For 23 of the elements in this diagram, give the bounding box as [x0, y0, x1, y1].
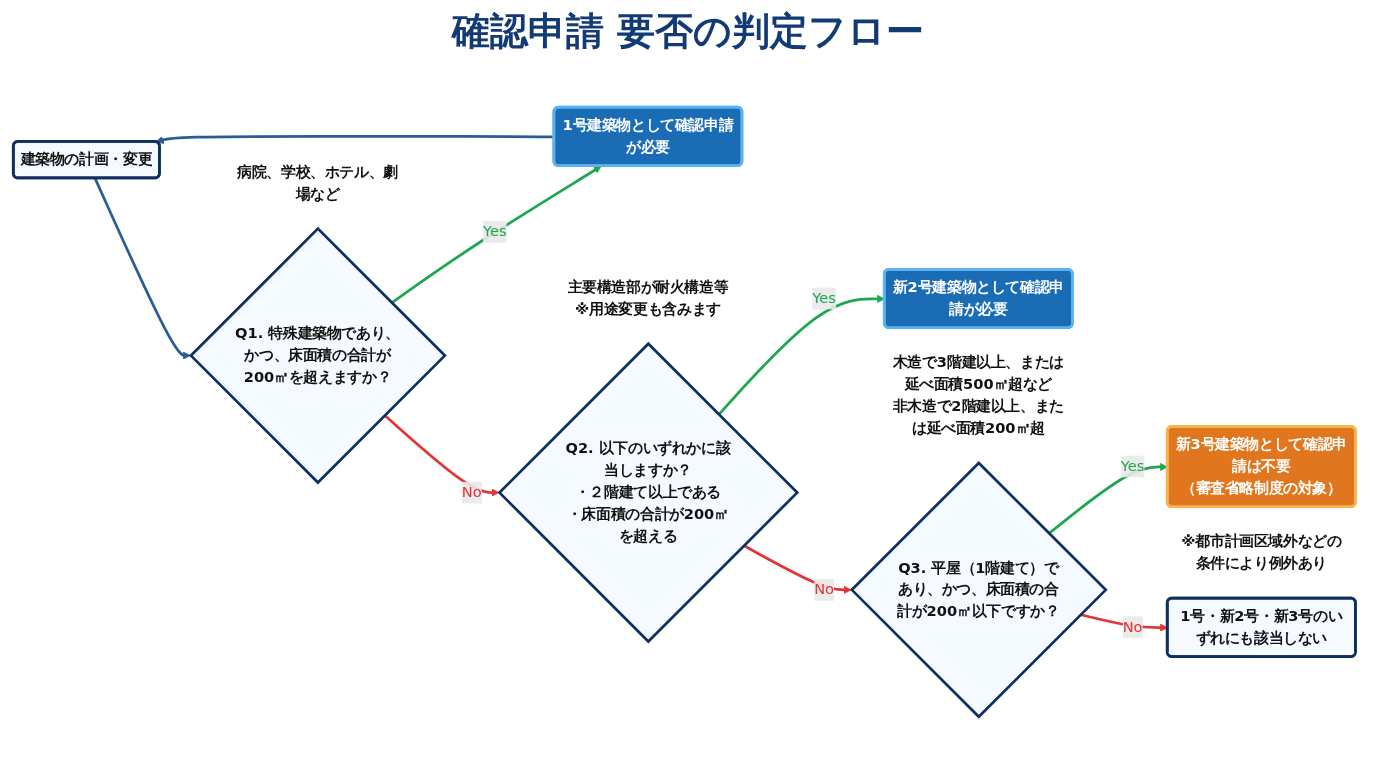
node-note: 木造で3階建以上、または延べ面積500㎡超など 非木造で2階建以上、または延べ面積200㎡超	[892, 353, 1064, 437]
edge-label: No	[814, 578, 834, 601]
process-box: 新2号建築物として確認申請が必要	[882, 267, 1074, 330]
process-box: 1号・新2号・新3号のいずれにも該当しない	[1165, 596, 1357, 658]
node-note: ※都市計画区域外などの条件により例外あり	[1181, 532, 1342, 572]
title: 確認申請 要否の判定フロー	[451, 8, 925, 55]
arrow	[93, 177, 191, 360]
decision-diamond: Q2. 以下のいずれかに該当しますか？ ・２階建て以上である ・床面積の合計が200㎡を超える	[497, 341, 800, 644]
arrow	[390, 165, 602, 304]
decision-diamond: Q3. 平屋（1階建て）であり、かつ、床面積の合計が200㎡以下ですか？	[849, 461, 1108, 719]
edge-label: Yes	[812, 287, 836, 310]
node-note: 病院、学校、ホテル、劇場など	[237, 162, 398, 203]
edge-label: Yes	[1120, 455, 1145, 478]
edge-label: No	[461, 481, 482, 504]
node-note: 主要構造部が耐火構造等 ※用途変更も含みます	[567, 277, 729, 318]
edge-label: Yes	[482, 220, 507, 243]
arrow	[743, 544, 852, 594]
arrow	[383, 414, 500, 497]
edge-label: No	[1122, 616, 1143, 639]
decision-diamond: Q1. 特殊建築物であり、かつ、床面積の合計が200㎡を超えますか？	[189, 226, 447, 485]
process-box: 新3号建築物として確認申請は不要 （審査省略制度の対象）	[1165, 425, 1357, 509]
process-box: 1号建築物として確認申請が必要	[552, 105, 744, 167]
process-box: 建築物の計画・変更	[11, 140, 161, 180]
